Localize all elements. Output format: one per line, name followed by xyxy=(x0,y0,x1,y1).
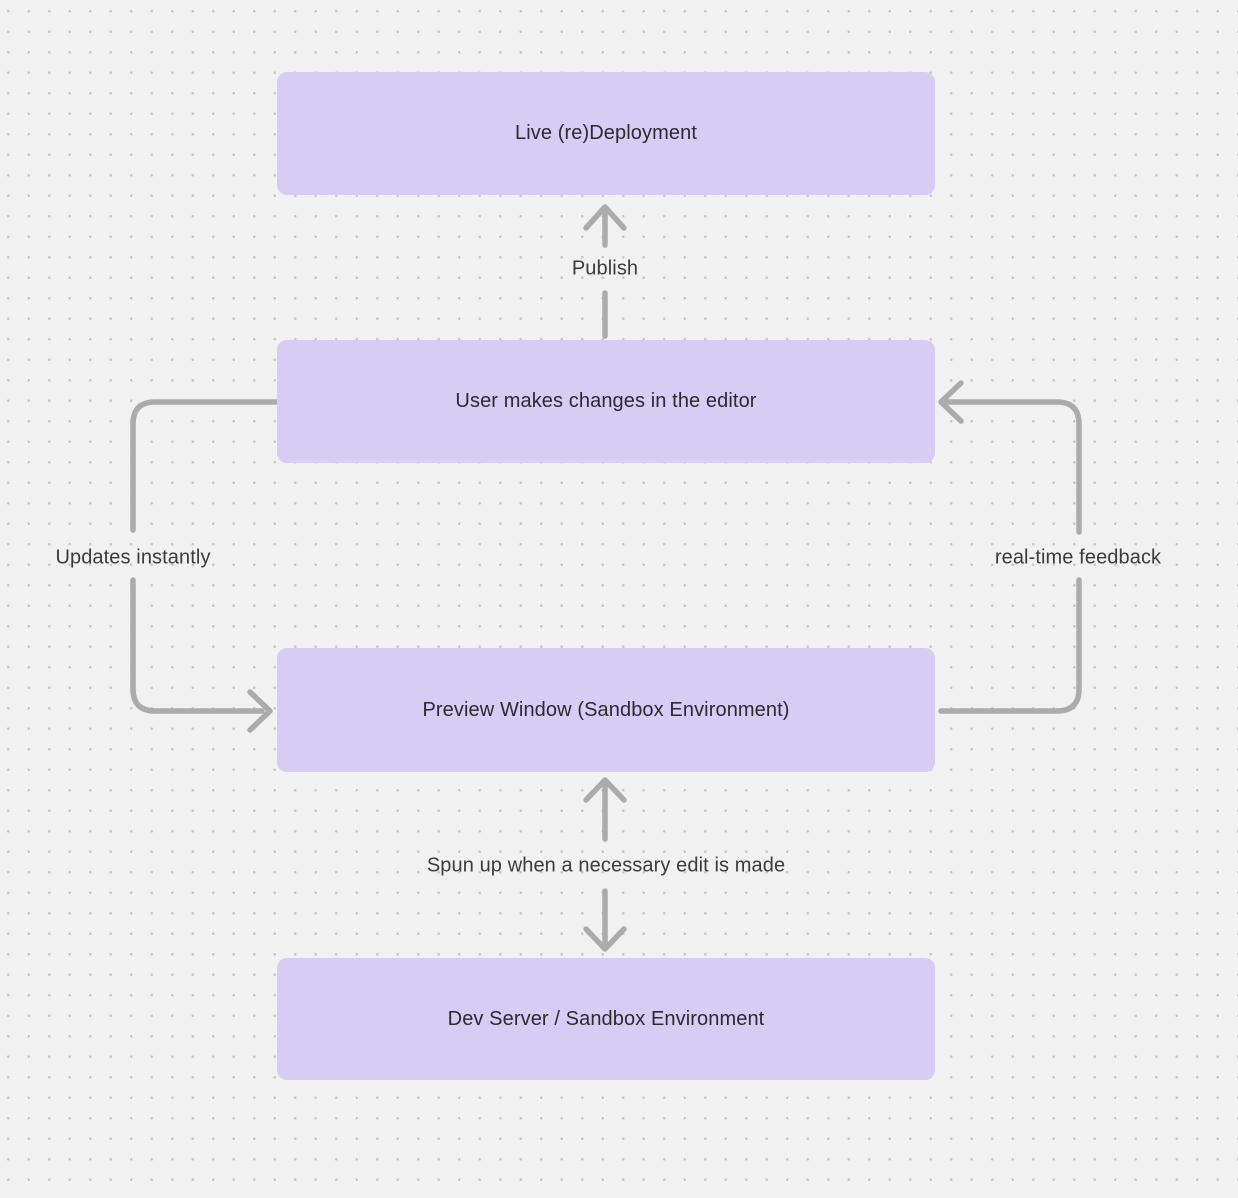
node-live-redeployment[interactable]: Live (re)Deployment xyxy=(277,72,935,195)
node-label: User makes changes in the editor xyxy=(455,390,757,412)
node-label: Live (re)Deployment xyxy=(515,122,697,144)
updates-path-upper xyxy=(130,399,280,533)
node-dev-server[interactable]: Dev Server / Sandbox Environment xyxy=(277,958,935,1080)
node-label: Preview Window (Sandbox Environment) xyxy=(422,698,790,721)
feedback-path-lower xyxy=(938,577,1082,714)
edge-label-publish: Publish xyxy=(571,257,639,280)
node-label: Dev Server / Sandbox Environment xyxy=(447,1007,765,1030)
node-user-editor[interactable]: User makes changes in the editor xyxy=(277,340,935,463)
edge-label-spun-up: Spun up when a necessary edit is made xyxy=(426,854,786,877)
spunup-arrowhead-up-icon xyxy=(583,777,627,803)
edge-label-updates-instantly: Updates instantly xyxy=(55,546,211,569)
edge-label-real-time-feedback: real-time feedback xyxy=(994,546,1162,569)
publish-arrowhead-up-icon xyxy=(583,204,627,231)
updates-path-lower xyxy=(130,577,265,714)
feedback-path-upper xyxy=(941,399,1082,535)
feedback-arrowhead-left-icon xyxy=(938,380,964,424)
spunup-arrowhead-down-icon xyxy=(583,926,627,952)
updates-arrowhead-right-icon xyxy=(247,689,273,733)
node-preview-window[interactable]: Preview Window (Sandbox Environment) xyxy=(277,648,935,772)
